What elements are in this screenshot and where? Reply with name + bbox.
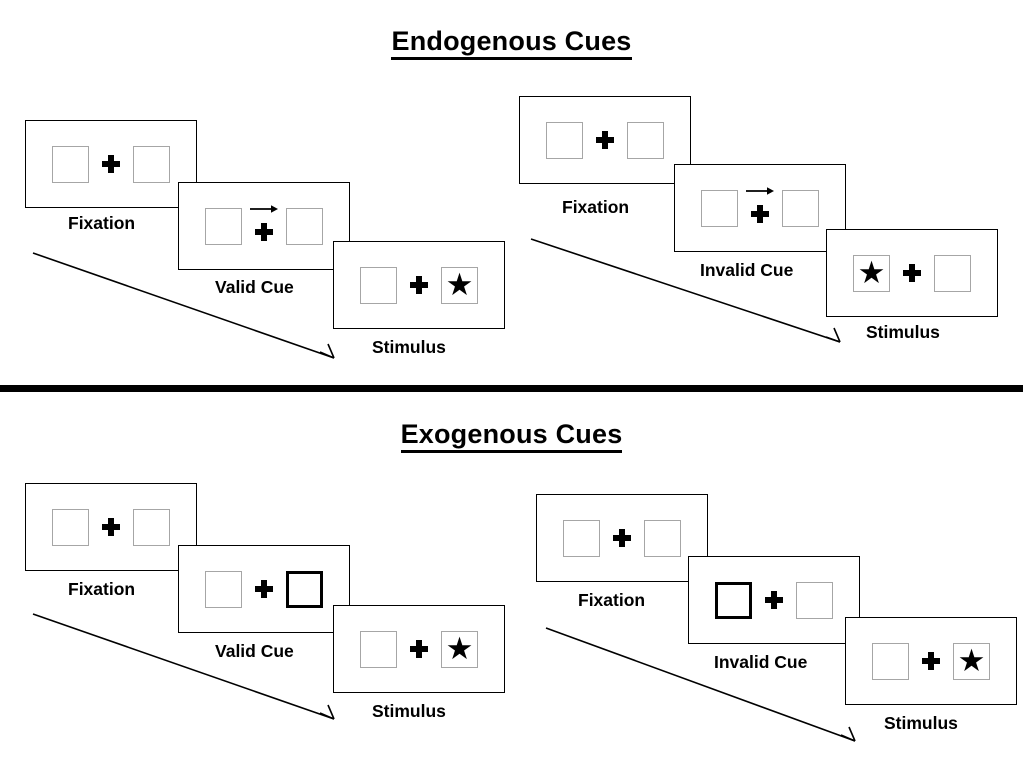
arrow-right-cue-icon [249,203,279,215]
left-box [205,570,242,608]
center-slot [583,114,627,166]
frame-content [537,495,707,581]
right-box [286,207,323,245]
right-box [796,581,833,619]
left-box [546,121,583,159]
frame-stimulus: ★ [826,229,998,317]
star-icon: ★ [857,254,886,290]
fixation-cross-icon [901,262,923,284]
frame-label-fixation: Fixation [578,590,646,610]
fixation-cross-icon [749,203,771,225]
frame-content [520,97,690,183]
right-box [133,145,170,183]
frame-stimulus: ★ [333,605,505,693]
left-box [360,630,397,668]
frame-invalid-cue [674,164,846,252]
section-title-exogenous: Exogenous Cues [0,419,1023,453]
fixation-cross-icon [594,129,616,151]
right-box [644,519,681,557]
time-flow-arrow [545,627,870,747]
frame-content [26,484,196,570]
section-title-exogenous-text: Exogenous Cues [400,419,623,453]
fixation-cross-icon [408,638,430,660]
frame-content: ★ [827,230,997,316]
right-box [133,508,170,546]
frame-content [689,557,859,643]
fixation-cross-icon [100,516,122,538]
frame-content: ★ [334,606,504,692]
section-title-endogenous-text: Endogenous Cues [391,26,632,60]
center-slot [600,512,644,564]
frame-valid-cue [178,182,350,270]
frame-content [26,121,196,207]
frame-fixation [519,96,691,184]
fixation-cross-icon [763,589,785,611]
center-slot [752,574,796,626]
left-box [205,207,242,245]
section-title-endogenous: Endogenous Cues [0,26,1023,60]
right-box [782,189,819,227]
frame-stimulus: ★ [845,617,1017,705]
center-slot [397,259,441,311]
frame-content [179,183,349,269]
fixation-cross-icon [253,221,275,243]
frame-content: ★ [334,242,504,328]
frame-fixation [25,120,197,208]
frame-label-stimulus: Stimulus [372,701,446,721]
frame-content [179,546,349,632]
arrow-right-cue-icon [745,185,775,197]
left-box [872,642,909,680]
fixation-cross-icon [920,650,942,672]
fixation-cross-icon [408,274,430,296]
left-box [52,508,89,546]
frame-label-invalid-cue: Invalid Cue [700,260,794,280]
frame-valid-cue [178,545,350,633]
left-box-highlighted-cue [715,581,752,619]
frame-fixation [536,494,708,582]
frame-label-stimulus: Stimulus [372,337,446,357]
star-icon: ★ [957,642,986,678]
frame-label-invalid-cue: Invalid Cue [714,652,808,672]
center-slot [89,138,133,190]
left-box [360,266,397,304]
left-box [701,189,738,227]
frame-stimulus: ★ [333,241,505,329]
frame-content: ★ [846,618,1016,704]
frame-label-fixation: Fixation [68,213,136,233]
section-divider [0,385,1023,392]
left-box [52,145,89,183]
frame-label-fixation: Fixation [562,197,630,217]
center-slot [397,623,441,675]
right-box-with-target: ★ [441,266,478,304]
star-icon: ★ [445,266,474,302]
right-box [627,121,664,159]
center-slot [890,247,934,299]
frame-label-stimulus: Stimulus [866,322,940,342]
right-box-highlighted-cue [286,570,323,608]
fixation-cross-icon [100,153,122,175]
center-slot [89,501,133,553]
frame-fixation [25,483,197,571]
frame-label-valid-cue: Valid Cue [215,641,294,661]
fixation-cross-icon [253,578,275,600]
frame-label-fixation: Fixation [68,579,136,599]
right-box [934,254,971,292]
frame-content [675,165,845,251]
fixation-cross-icon [611,527,633,549]
left-box [563,519,600,557]
left-box-with-target: ★ [853,254,890,292]
center-slot [242,563,286,615]
right-box-with-target: ★ [953,642,990,680]
center-slot [738,182,782,234]
frame-label-valid-cue: Valid Cue [215,277,294,297]
center-slot [909,635,953,687]
right-box-with-target: ★ [441,630,478,668]
time-flow-arrow [530,238,855,350]
star-icon: ★ [445,630,474,666]
center-slot [242,200,286,252]
frame-invalid-cue [688,556,860,644]
frame-label-stimulus: Stimulus [884,713,958,733]
